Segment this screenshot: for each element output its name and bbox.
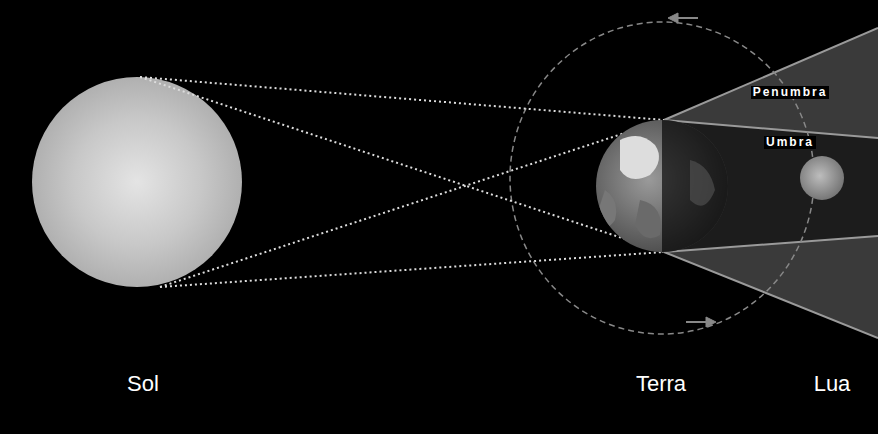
- moon-orbit: [510, 22, 814, 334]
- body-label: Terra: [636, 372, 686, 396]
- light-rays: [140, 77, 664, 287]
- body-label: Lua: [814, 372, 851, 396]
- moon: [800, 156, 844, 200]
- sun: [32, 77, 242, 287]
- penumbra-cone: [664, 28, 878, 338]
- shadow-edges: [664, 28, 878, 338]
- shadow-label: Penumbra: [751, 86, 830, 99]
- earth-surface: [595, 110, 742, 270]
- shadow-label: Umbra: [764, 136, 816, 149]
- body-label: Sol: [127, 372, 159, 396]
